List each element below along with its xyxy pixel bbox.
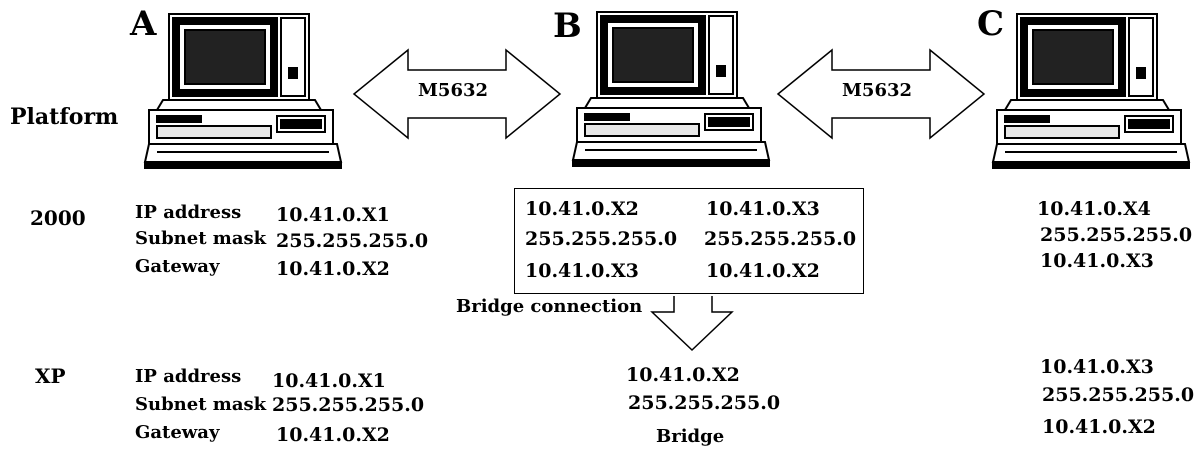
computer-a-icon (143, 13, 343, 169)
a-xp-ip-label: IP address (135, 366, 242, 387)
a-2000-mask-label: Subnet mask (135, 228, 267, 249)
b-xp-ip-value: 10.41.0.X2 (626, 364, 740, 386)
row-label-2000: 2000 (30, 206, 86, 230)
link-bc-arrow (776, 48, 986, 140)
a-2000-gw-label: Gateway (135, 256, 220, 277)
node-b-label: B (553, 6, 582, 46)
b-2000-right-mask-value: 255.255.255.0 (704, 228, 857, 250)
b-2000-right-gw-value: 10.41.0.X2 (706, 260, 820, 282)
c-2000-ip-value: 10.41.0.X4 (1037, 198, 1151, 220)
a-2000-mask-value: 255.255.255.0 (276, 230, 429, 252)
a-xp-gw-label: Gateway (135, 422, 220, 443)
computer-b-icon (571, 11, 771, 167)
a-xp-gw-value: 10.41.0.X2 (276, 424, 390, 446)
b-xp-mask-value: 255.255.255.0 (628, 392, 781, 414)
b-2000-left-mask-value: 255.255.255.0 (525, 228, 678, 250)
link-ab-arrow (352, 48, 562, 140)
row-label-xp: XP (35, 364, 66, 388)
c-xp-ip-value: 10.41.0.X3 (1040, 356, 1154, 378)
c-2000-gw-value: 10.41.0.X3 (1040, 250, 1154, 272)
c-xp-gw-value: 10.41.0.X2 (1042, 416, 1156, 438)
computer-c-icon (991, 13, 1191, 169)
c-xp-mask-value: 255.255.255.0 (1042, 384, 1195, 406)
b-2000-right-ip-value: 10.41.0.X3 (706, 198, 820, 220)
platform-label: Platform (10, 104, 119, 130)
bridge-connection-label: Bridge connection (456, 296, 643, 317)
a-2000-ip-label: IP address (135, 202, 242, 223)
a-xp-mask-value: 255.255.255.0 (272, 394, 425, 416)
a-2000-gw-value: 10.41.0.X2 (276, 258, 390, 280)
a-xp-mask-label: Subnet mask (135, 394, 267, 415)
a-xp-ip-value: 10.41.0.X1 (272, 370, 386, 392)
b-2000-config-box (514, 188, 864, 294)
b-2000-left-gw-value: 10.41.0.X3 (525, 260, 639, 282)
c-2000-mask-value: 255.255.255.0 (1040, 224, 1193, 246)
bridge-down-arrow (650, 296, 734, 352)
b-xp-bridge-label: Bridge (656, 426, 725, 447)
a-2000-ip-value: 10.41.0.X1 (276, 204, 390, 226)
link-ab-label: M5632 (418, 80, 489, 101)
node-c-label: C (977, 4, 1005, 44)
b-2000-left-ip-value: 10.41.0.X2 (525, 198, 639, 220)
node-a-label: A (130, 4, 157, 44)
link-bc-label: M5632 (842, 80, 913, 101)
